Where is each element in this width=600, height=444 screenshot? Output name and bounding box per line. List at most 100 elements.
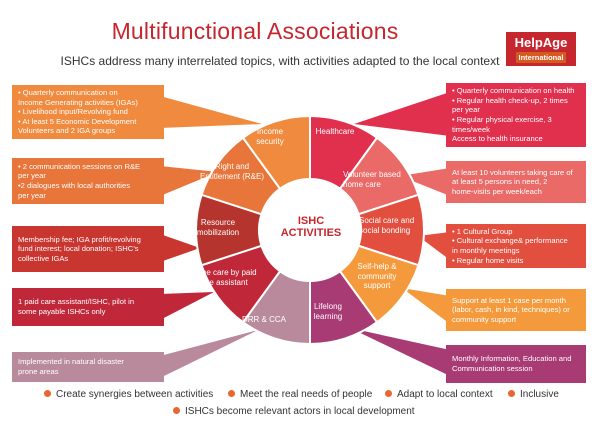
box-line: in monthly meetings — [452, 246, 520, 255]
resource-box: Membership fee; IGA profit/revolving fun… — [12, 226, 164, 272]
segment-text: Healthcare — [315, 127, 355, 136]
box-line: • Regular physical exercise, 3 — [452, 115, 552, 124]
home-care-box: 1 paid care assistant/ISHC, pilot in som… — [12, 288, 164, 326]
box-line: • At least 5 Economic Development — [18, 116, 137, 126]
logo-subtext: International — [516, 52, 566, 63]
segment-text: DRR & CCA — [241, 315, 286, 324]
segment-text: mobilization — [196, 227, 240, 237]
footer-item: Adapt to local context — [385, 389, 493, 400]
logo-text: HelpAge — [514, 35, 568, 50]
segment-text: Home care by paid — [189, 268, 257, 277]
box-line: per year — [18, 171, 46, 181]
segment-label-self-help: Self-help & community support — [348, 262, 406, 291]
footer-item: Meet the real needs of people — [228, 389, 372, 400]
segment-label-social: Social care and social bonding — [359, 216, 429, 235]
callout-pointer-drr — [160, 330, 258, 378]
segment-text: support — [363, 281, 391, 290]
callout-pointer-selfhelp — [402, 288, 450, 324]
footer-item: Create synergies between activities — [44, 389, 213, 400]
lifelong-box: Monthly Information, Education and Commu… — [446, 345, 586, 383]
segment-text: social bonding — [359, 225, 411, 235]
center-circle — [259, 179, 361, 281]
footer-text: Adapt to local context — [397, 389, 493, 400]
page-title: Multifunctional Associations — [111, 18, 399, 44]
box-line: at least 5 persons in need, 2 — [452, 177, 548, 187]
bullet-icon — [228, 390, 235, 397]
self-help-box: Support at least 1 case per month (labor… — [446, 289, 586, 331]
segment-text: Right and — [214, 162, 250, 171]
bullet-icon — [44, 390, 51, 397]
box-line: prone areas — [18, 367, 59, 376]
segment-label-income: Income security — [244, 127, 296, 146]
segment-label-healthcare: Healthcare — [309, 127, 361, 137]
box-line: Membership fee; IGA profit/revolving — [18, 234, 141, 244]
box-line: • Quarterly communication on health — [452, 86, 575, 96]
box-line: Support at least 1 case per month — [452, 295, 566, 305]
footer-text: ISHCs become relevant actors in local de… — [185, 406, 415, 417]
center-text: ISHC — [297, 215, 325, 227]
segment-text: Self-help & — [357, 262, 397, 271]
segment-label-volunteer: Volunteer based home care — [343, 170, 413, 189]
healthcare-box: • Quarterly communication on health • Re… — [446, 83, 586, 147]
segment-text: Lifelong — [313, 302, 343, 311]
box-line: •2 dialogues with local authorities — [18, 181, 130, 190]
box-line: • Quarterly communication on — [18, 88, 118, 98]
segment-label-rights: Right and Entitlement (R&E) — [192, 162, 272, 181]
box-line: • Regular home visits — [452, 255, 524, 265]
segment-text: Resource — [200, 218, 236, 227]
footer-item: ISHCs become relevant actors in local de… — [173, 406, 415, 417]
callout-pointer-lifelong — [350, 328, 450, 376]
bullet-icon — [385, 390, 392, 397]
income-security-box: • Quarterly communication on Income Gene… — [12, 85, 164, 139]
segment-text: community — [357, 271, 397, 281]
segment-text: learning — [313, 311, 343, 321]
segment-label-resource: Resource mobilization — [184, 218, 252, 237]
callout-pointer-healthcare — [354, 92, 450, 136]
box-line: • Cultural exchange& performance — [452, 236, 568, 246]
box-line: community support — [452, 314, 517, 324]
footer-text: Meet the real needs of people — [240, 389, 373, 400]
box-line: collective IGAs — [18, 253, 69, 263]
box-line: Access to health insurance — [452, 134, 543, 144]
box-line: Implemented in natural disaster — [18, 357, 124, 367]
box-line: • Regular health check-up, 2 times — [452, 95, 568, 105]
segment-text: Volunteer based — [343, 170, 401, 179]
box-line: per year — [452, 105, 480, 115]
page-subtitle: ISHCs address many interrelated topics, … — [60, 54, 500, 68]
box-line: Communication session — [452, 364, 533, 373]
callout-pointer-social — [418, 232, 450, 260]
callout-pointer-volunteer — [400, 168, 450, 196]
helpage-logo: HelpAge International — [506, 32, 576, 66]
segment-text: Income — [256, 127, 284, 136]
box-line: some payable ISHCs only — [18, 307, 106, 316]
box-line: Income Generating activities (IGAs) — [18, 97, 138, 107]
segment-text: Social care and — [359, 216, 415, 225]
footer-text: Create synergies between activities — [56, 389, 214, 400]
box-line: Volunteers and 2 IGA groups — [18, 126, 116, 136]
box-line: times/week — [452, 124, 490, 134]
callout-pointer-income — [160, 96, 262, 128]
box-line: At least 10 volunteers taking care of — [452, 167, 573, 177]
segment-text: home care — [343, 179, 381, 189]
drr-box: Implemented in natural disaster prone ar… — [12, 352, 164, 382]
box-line: • Livelihood input/Revolving fund — [18, 107, 128, 117]
segment-label-lifelong: Lifelong learning — [304, 302, 352, 321]
footer-item: Inclusive — [508, 389, 559, 400]
box-line: Monthly Information, Education and — [452, 354, 572, 364]
callout-pointer-rights — [160, 166, 218, 196]
bullet-icon — [173, 407, 180, 414]
box-line: 1 paid care assistant/ISHC, pilot in — [18, 297, 135, 307]
volunteer-box: At least 10 volunteers taking care of at… — [446, 161, 586, 203]
center-text: ACTIVITIES — [280, 227, 342, 239]
segment-text: care assistant — [198, 277, 248, 287]
box-line: per year — [18, 190, 46, 200]
segment-text: security — [256, 136, 284, 146]
segment-label-drr: DRR & CCA — [234, 315, 294, 325]
social-care-box: • 1 Cultural Group • Cultural exchange& … — [446, 224, 586, 268]
segment-text: Entitlement (R&E) — [199, 171, 265, 181]
callout-pointer-homecare — [160, 292, 214, 320]
bullet-icon — [508, 390, 515, 397]
box-line: fund interest; local donation; ISHC’s — [18, 244, 139, 254]
box-line: • 1 Cultural Group — [452, 226, 513, 236]
